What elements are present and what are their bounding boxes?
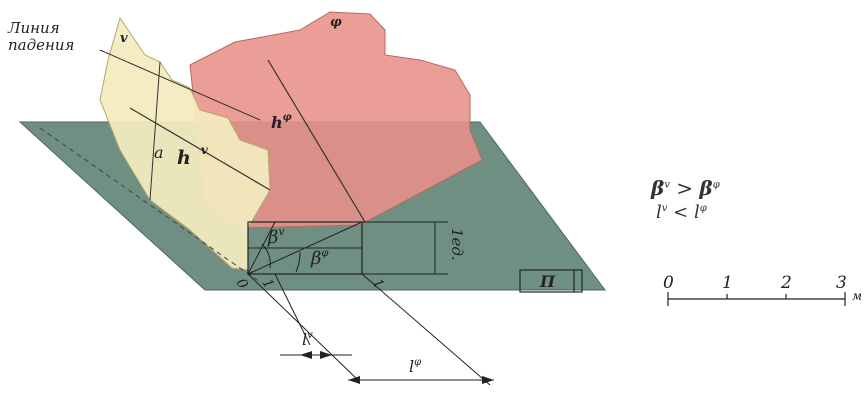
- proj-line-1-left: [274, 273, 311, 346]
- beta-phi-arc: [295, 251, 301, 273]
- l-v-label: lv: [302, 330, 313, 349]
- beta-relation-left-sup: v: [664, 179, 670, 191]
- scale-label-3: 3: [836, 273, 847, 293]
- plane-pi-label: П: [539, 272, 556, 291]
- l-relation: lv < lφ: [656, 202, 707, 223]
- beta-v-arc: [261, 243, 271, 269]
- fall-line-caption-line2: падения: [8, 36, 75, 54]
- beta-phi-label: βφ: [310, 248, 328, 269]
- beta-v-label: βv: [267, 225, 285, 248]
- l-phi-label: lφ: [409, 357, 421, 376]
- scale-unit-label: м: [852, 289, 862, 303]
- plane-pi-box: [519, 269, 583, 293]
- beta-relation: βv > βφ: [651, 176, 720, 200]
- beta-relation-left: β: [651, 176, 665, 200]
- beta-relation-right: β: [699, 176, 713, 200]
- scale-label-0: 0: [663, 273, 674, 293]
- l-v-arrow-right: [320, 351, 332, 359]
- proj-line-0: [247, 273, 359, 381]
- fall-line: [99, 49, 261, 121]
- l-phi-arrow-left: [348, 376, 360, 384]
- scale-label-2: 2: [780, 273, 792, 293]
- h-v-line: [129, 107, 271, 191]
- l-relation-op: <: [673, 202, 689, 223]
- slope-line-v: [247, 221, 276, 275]
- h-phi-label: hφ: [271, 112, 292, 132]
- plane-v-label: v: [120, 31, 128, 46]
- fall-line-caption-line1: Линия: [8, 19, 60, 37]
- l-relation-left: l: [656, 202, 662, 223]
- l-relation-right: l: [693, 202, 700, 223]
- proj-line-1-right: [361, 273, 491, 386]
- l-relation-right-sup: φ: [699, 203, 707, 214]
- beta-relation-right-sup: φ: [712, 179, 720, 191]
- v-vertical-line: [149, 61, 161, 201]
- l-relation-left-sup: v: [661, 203, 668, 214]
- beta-relation-op: >: [676, 176, 694, 200]
- scale-label-1: 1: [722, 273, 733, 293]
- plane-phi-label: φ: [330, 15, 342, 30]
- l-v-arrow-left: [300, 351, 312, 359]
- h-phi-line: [267, 59, 366, 223]
- slope-line-phi: [247, 221, 363, 275]
- vertical-dim-label: 1ед.: [448, 228, 466, 261]
- fall-line-caption: Линия падения: [8, 20, 74, 54]
- point-a-label: a: [154, 143, 164, 162]
- l-phi-arrow-right: [482, 376, 494, 384]
